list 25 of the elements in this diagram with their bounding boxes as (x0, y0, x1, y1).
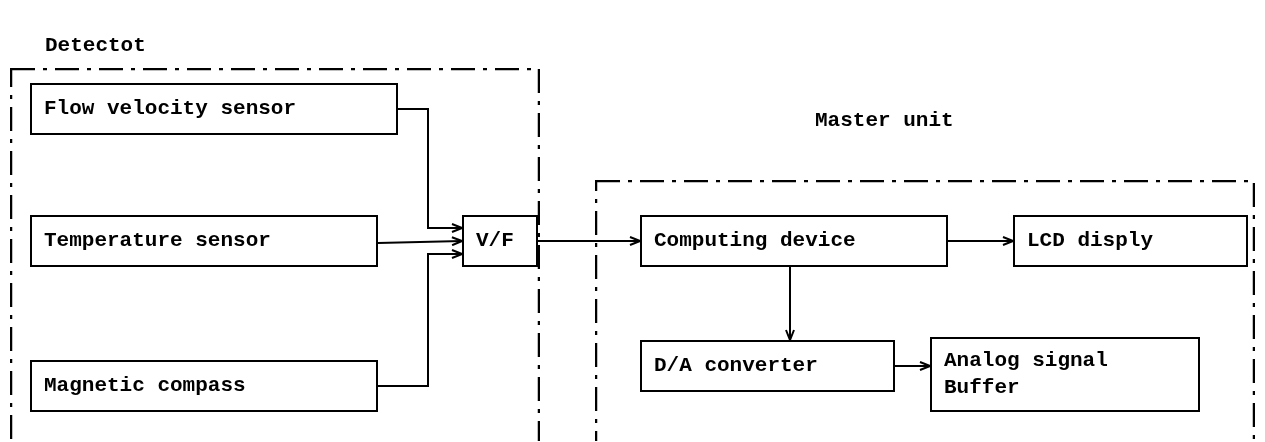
arrow (785, 266, 795, 341)
arrow (894, 361, 931, 371)
block-box (930, 337, 1200, 412)
group-heading: Master unit (815, 108, 954, 134)
block-label: LCD disply (1027, 227, 1155, 254)
block-label: Analog signal Buffer (944, 348, 1109, 401)
block-box (30, 83, 398, 135)
block-label: Computing device (654, 227, 857, 254)
block-box (30, 360, 378, 412)
arrow (947, 236, 1014, 246)
arrow (537, 236, 641, 246)
block-box (1013, 215, 1248, 267)
group-heading: Detectot (45, 33, 146, 59)
arrow (397, 108, 463, 233)
arrow (377, 236, 463, 247)
block-label: Magnetic compass (44, 372, 247, 399)
block-label: Temperature sensor (44, 227, 272, 254)
arrow (377, 249, 463, 387)
block-box (640, 340, 895, 392)
block-label: V/F (476, 227, 515, 254)
block-label: Flow velocity sensor (44, 95, 298, 122)
block-label: D/A converter (654, 352, 819, 379)
block-box (30, 215, 378, 267)
block-box (640, 215, 948, 267)
block-box (462, 215, 538, 267)
